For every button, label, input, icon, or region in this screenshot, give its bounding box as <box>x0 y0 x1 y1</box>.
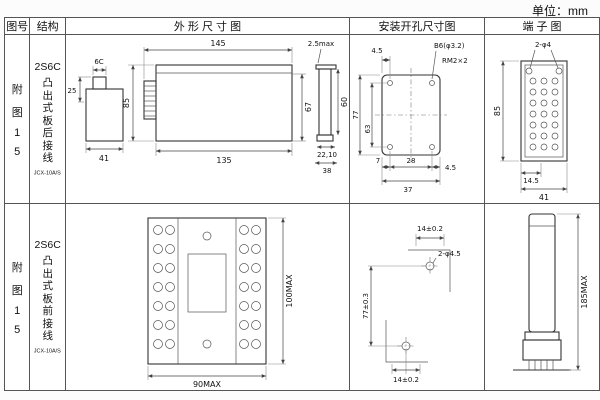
dim-left-upper: 25 <box>68 87 77 95</box>
outline-drawing-cell: 6C 25 41 <box>65 34 350 204</box>
dim-side-total: 38 <box>323 167 332 175</box>
dim-bottom-width: 135 <box>216 156 231 165</box>
fig-char: 5 <box>14 145 21 158</box>
hole-spec-label: B6(φ3.2) <box>434 42 465 50</box>
terminal-drawing-cell: 185MAX <box>484 203 600 391</box>
structure-char: 线 <box>42 330 53 343</box>
structure-char: 板 <box>42 292 53 305</box>
left-side-view: 6C 25 41 <box>68 58 124 163</box>
mounting-drawing-cell: 4.5 B6(φ3.2) RM2×2 77 63 <box>349 34 485 204</box>
terminal-drawing-cell: 2-φ4 85 14.5 41 <box>484 34 600 204</box>
dim-top-offset: 14±0.2 <box>417 225 443 233</box>
fig-char: 图 <box>11 284 23 297</box>
terminal-screws <box>153 225 261 349</box>
dim-bottom-total: 37 <box>404 186 413 194</box>
fig-char: 附 <box>11 261 23 274</box>
structure-cell: 2S6C 凸 出 式 板 前 接 线 JCX-10A/S <box>29 203 66 391</box>
terminal-dims: 2-φ4 85 14.5 41 <box>493 41 568 202</box>
side-view-dims: 185MAX <box>557 213 589 371</box>
terminal-holes <box>529 77 559 151</box>
fig-char: 1 <box>14 304 21 317</box>
fig-char: 5 <box>14 323 21 336</box>
dim-bottom-offset: 14±0.2 <box>393 376 419 384</box>
model-label: 2S6C <box>34 239 61 252</box>
fig-char: 1 <box>14 126 21 139</box>
mounting-drawing-cell: 14±0.2 2-φ4.5 77±0.3 14±0.2 <box>349 203 485 391</box>
screw-spec-label: RM2×2 <box>442 57 468 65</box>
header-mounting: 安装开孔尺寸图 <box>349 17 485 35</box>
front-view: 85 145 135 67 <box>122 39 313 165</box>
dim-top-width: 145 <box>210 39 225 48</box>
dim-terminal-width: 41 <box>539 193 549 202</box>
spec-table: 图号 结构 外 形 尺 寸 图 安装开孔尺寸图 端 子 图 附 图 1 5 2S… <box>3 17 600 391</box>
outline-drawing-front: 100MAX 90MAX <box>147 217 294 389</box>
dim-right-offset: 4.5 <box>445 164 456 172</box>
model-label: 2S6C <box>34 61 61 74</box>
structure-char: 式 <box>42 280 53 293</box>
dim-front-width: 90MAX <box>193 380 222 389</box>
outline-drawing-rear: 6C 25 41 <box>68 39 349 175</box>
spec-row-rear-wiring: 附 图 1 5 2S6C 凸 出 式 板 后 接 线 JCX-10A/S <box>3 34 600 204</box>
sub-model-label: JCX-10A/S <box>34 348 62 354</box>
header-fig-no: 图号 <box>3 17 31 35</box>
mounting-drawing-front: 14±0.2 2-φ4.5 77±0.3 14±0.2 <box>362 225 461 384</box>
panel-corner-marks <box>385 249 451 363</box>
spec-row-front-wiring: 附 图 1 5 2S6C 凸 出 式 板 前 接 线 JCX-10A/S <box>3 203 600 391</box>
header-structure: 结构 <box>29 17 66 35</box>
structure-char: 凸 <box>42 77 53 90</box>
structure-char: 式 <box>42 102 53 115</box>
dim-height: 77±0.3 <box>362 293 370 319</box>
mounting-dims: 4.5 B6(φ3.2) RM2×2 77 63 <box>352 42 468 194</box>
terminal-drawing-rear: 2-φ4 85 14.5 41 <box>493 41 568 202</box>
dim-side-bottom: 22,10 <box>317 151 337 159</box>
unit-label: 单位：mm <box>532 4 588 18</box>
terminal-drawing-front: 185MAX <box>513 213 589 371</box>
structure-char: 后 <box>42 127 53 140</box>
structure-char: 线 <box>42 152 53 165</box>
front-face-dims: 100MAX 90MAX <box>147 217 294 389</box>
dim-bottom-left: 7 <box>376 157 380 165</box>
fig-char: 图 <box>11 106 23 119</box>
fig-no-cell: 附 图 1 5 <box>3 203 31 391</box>
dim-right-height: 67 <box>304 102 313 112</box>
front-face-view <box>147 217 267 365</box>
terminal-block <box>520 60 568 162</box>
header-row: 图号 结构 外 形 尺 寸 图 安装开孔尺寸图 端 子 图 <box>3 17 600 35</box>
dim-front-height: 100MAX <box>285 274 294 308</box>
mounting-dims: 14±0.2 2-φ4.5 77±0.3 14±0.2 <box>362 225 461 384</box>
relay-side-view <box>513 213 571 371</box>
structure-char: 板 <box>42 114 53 127</box>
structure-char: 接 <box>42 317 53 330</box>
dim-flange: 2.5max <box>308 40 334 48</box>
header-terminal: 端 子 图 <box>484 17 600 35</box>
dim-bottom-mid: 28 <box>407 157 416 165</box>
outline-drawing-cell: 100MAX 90MAX <box>65 203 350 391</box>
mounting-holes <box>397 257 439 355</box>
dim-left-tab: 6C <box>94 58 103 66</box>
mounting-drawing-rear: 4.5 B6(φ3.2) RM2×2 77 63 <box>352 42 468 194</box>
panel-cutout <box>375 68 447 162</box>
dim-terminal-offset: 14.5 <box>523 177 539 185</box>
dim-top-offset: 4.5 <box>371 47 382 55</box>
structure-char: 接 <box>42 139 53 152</box>
end-view: 2.5max 60 22,10 38 <box>308 40 349 175</box>
hole-spec-label: 2-φ4.5 <box>438 250 461 258</box>
dim-left-width: 41 <box>99 154 109 163</box>
fig-char: 附 <box>11 83 23 96</box>
terminal-hole-label: 2-φ4 <box>535 41 552 49</box>
dim-height-inner: 63 <box>364 125 372 134</box>
dim-height: 85 <box>122 98 131 108</box>
structure-cell: 2S6C 凸 出 式 板 后 接 线 JCX-10A/S <box>29 34 66 204</box>
structure-char: 出 <box>42 89 53 102</box>
dim-terminal-height: 85 <box>493 106 502 116</box>
structure-char: 凸 <box>42 255 53 268</box>
sub-model-label: JCX-10A/S <box>34 170 62 176</box>
header-outline: 外 形 尺 寸 图 <box>65 17 350 35</box>
dim-side-height: 60 <box>340 97 349 107</box>
dim-total-height: 185MAX <box>580 275 589 309</box>
fig-no-cell: 附 图 1 5 <box>3 34 31 204</box>
structure-char: 出 <box>42 267 53 280</box>
structure-char: 前 <box>42 305 53 318</box>
dim-height-total: 77 <box>352 111 360 120</box>
